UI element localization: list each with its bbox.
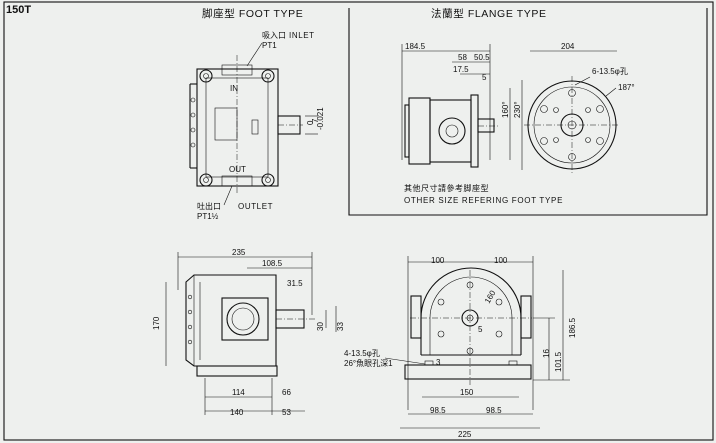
side-body xyxy=(185,274,277,367)
svg-text:58: 58 xyxy=(458,53,467,62)
svg-text:5: 5 xyxy=(478,325,483,334)
svg-text:4-13.5φ孔: 4-13.5φ孔 xyxy=(344,349,380,358)
svg-text:108.5: 108.5 xyxy=(262,259,283,268)
port-in-label: IN xyxy=(230,84,238,93)
foot-view-top: IN OUT 0 -0.021 7 吸入口 INLET PT1 吐出口 OUTL… xyxy=(189,31,325,221)
front-base xyxy=(404,364,532,380)
inlet-port: PT1 xyxy=(262,41,277,50)
outlet-port: PT1½ xyxy=(197,212,219,221)
flange-note-zh: 其他尺寸請參考脚座型 xyxy=(404,183,489,193)
flange-frame xyxy=(348,8,708,216)
front-housing xyxy=(420,267,522,355)
svg-text:160°: 160° xyxy=(501,101,510,118)
foot-type-title: 脚座型 FOOT TYPE xyxy=(202,7,303,20)
svg-text:3: 3 xyxy=(436,358,441,367)
port-out-label: OUT xyxy=(229,165,246,174)
flange-view-front: 204 6-13.5φ孔 187° xyxy=(524,42,635,175)
model-label: 150T xyxy=(6,4,31,16)
svg-text:100: 100 xyxy=(494,256,508,265)
svg-text:170: 170 xyxy=(152,316,161,330)
side-view: 235 108.5 31.5 170 30 33 114 66 140 53 xyxy=(152,248,345,417)
svg-text:33: 33 xyxy=(336,322,345,331)
svg-text:26°魚眼孔深1: 26°魚眼孔深1 xyxy=(344,358,393,368)
outlet-zh: 吐出口 xyxy=(197,201,221,211)
svg-text:5: 5 xyxy=(482,73,487,82)
svg-text:98.5: 98.5 xyxy=(486,406,502,415)
svg-text:140: 140 xyxy=(230,408,244,417)
svg-text:17.5: 17.5 xyxy=(453,65,469,74)
inlet-zh: 吸入口 xyxy=(262,31,286,40)
svg-text:0: 0 xyxy=(306,120,315,125)
inlet-en: INLET xyxy=(289,31,315,40)
svg-text:187°: 187° xyxy=(618,83,635,92)
svg-text:235: 235 xyxy=(232,248,246,257)
svg-text:30: 30 xyxy=(316,322,325,331)
svg-text:101.5: 101.5 xyxy=(554,351,563,372)
svg-text:31.5: 31.5 xyxy=(287,279,303,288)
svg-text:184.5: 184.5 xyxy=(405,42,426,51)
svg-text:225: 225 xyxy=(458,430,472,439)
outlet-en: OUTLET xyxy=(238,202,273,211)
svg-text:186.5: 186.5 xyxy=(568,317,577,338)
svg-text:50.5: 50.5 xyxy=(474,53,490,62)
svg-text:98.5: 98.5 xyxy=(430,406,446,415)
svg-text:66: 66 xyxy=(282,388,291,397)
svg-text:160: 160 xyxy=(483,288,498,305)
sheet-border xyxy=(3,1,714,441)
flange-type-title: 法蘭型 FLANGE TYPE xyxy=(431,7,547,20)
svg-text:230°: 230° xyxy=(513,101,522,118)
svg-text:150: 150 xyxy=(460,388,474,397)
svg-text:16: 16 xyxy=(542,349,551,358)
svg-text:53: 53 xyxy=(282,408,291,417)
svg-text:6-13.5φ孔: 6-13.5φ孔 xyxy=(592,67,628,76)
svg-text:-0.021: -0.021 xyxy=(316,107,325,130)
svg-text:114: 114 xyxy=(232,388,245,397)
front-view: 100 100 160 5 3 4-13.5φ孔 26°魚眼孔深1 150 xyxy=(344,256,577,439)
shaft-dim-7: 7 xyxy=(311,118,320,123)
flange-view-side: 184.5 58 50.5 17.5 5 160° 230° xyxy=(401,42,523,170)
flange-note-en: OTHER SIZE REFERING FOOT TYPE xyxy=(404,196,563,205)
svg-text:100: 100 xyxy=(431,256,445,265)
svg-text:204: 204 xyxy=(561,42,575,51)
